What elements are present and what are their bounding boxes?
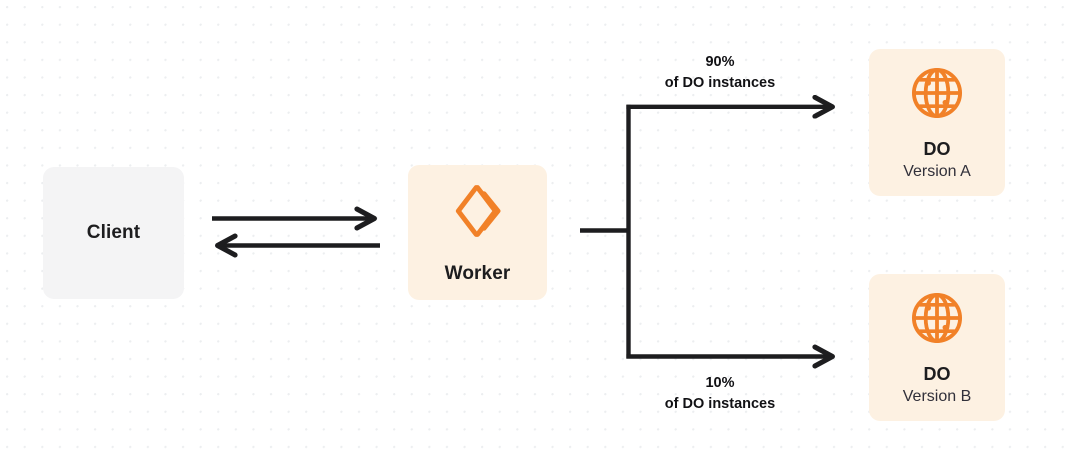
- edge-label-do-a-percent: 90%: [705, 54, 735, 70]
- edge-label-do-a-caption: of DO instances: [664, 75, 776, 92]
- edge-label-do-b: 10% of DO instances: [612, 373, 828, 415]
- edge-label-do-a: 90% of DO instances: [612, 52, 828, 94]
- durable-object-globe-icon: [908, 289, 966, 347]
- do-b-subtitle: Version B: [902, 387, 972, 405]
- node-do-version-a[interactable]: DO Version A: [869, 49, 1005, 196]
- worker-label: Worker: [444, 262, 511, 284]
- edge-label-do-b-percent: 10%: [705, 375, 735, 391]
- client-label: Client: [86, 222, 141, 243]
- do-b-title: DO: [923, 363, 951, 384]
- node-client[interactable]: Client: [43, 167, 184, 299]
- node-worker[interactable]: Worker: [408, 165, 547, 300]
- edge-label-do-b-caption: of DO instances: [664, 396, 776, 413]
- do-a-title: DO: [923, 138, 951, 159]
- cloudflare-workers-icon: [448, 181, 508, 241]
- node-do-version-b[interactable]: DO Version B: [869, 274, 1005, 421]
- durable-object-globe-icon: [908, 64, 966, 122]
- do-a-subtitle: Version A: [903, 162, 971, 180]
